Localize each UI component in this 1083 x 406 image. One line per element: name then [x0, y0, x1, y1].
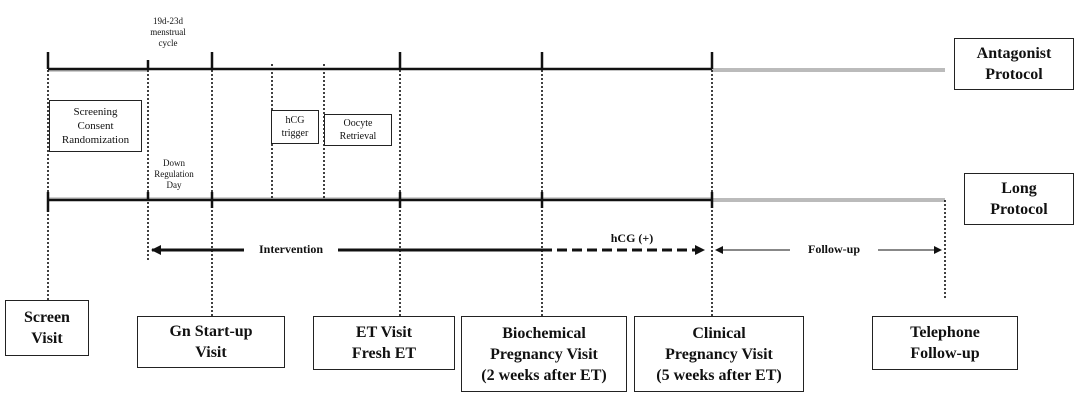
gn-startup-visit-box: Gn Start-up Visit — [137, 316, 285, 368]
oocyte-retrieval-box: Oocyte Retrieval — [324, 114, 392, 146]
hcg-trigger-box: hCG trigger — [271, 110, 319, 144]
screening-box: Screening Consent Randomization — [49, 100, 142, 152]
screen-visit-box: Screen Visit — [5, 300, 89, 356]
cycle-day-note: 19d-23d menstrual cycle — [150, 16, 186, 48]
antagonist-protocol-label: Antagonist Protocol — [954, 38, 1074, 90]
antagonist-timeline — [46, 52, 945, 72]
down-regulation-note: Down Regulation Day — [154, 158, 194, 190]
hcg-positive-label: hCG (+) — [610, 231, 654, 245]
long-protocol-label: Long Protocol — [964, 173, 1074, 225]
intervention-label: Intervention — [244, 242, 338, 257]
et-visit-box: ET Visit Fresh ET — [313, 316, 455, 370]
follow-up-label: Follow-up — [790, 242, 878, 257]
telephone-followup-box: Telephone Follow-up — [872, 316, 1018, 370]
clinical-visit-box: Clinical Pregnancy Visit (5 weeks after … — [634, 316, 804, 392]
biochemical-visit-box: Biochemical Pregnancy Visit (2 weeks aft… — [461, 316, 627, 392]
long-timeline — [46, 192, 945, 212]
